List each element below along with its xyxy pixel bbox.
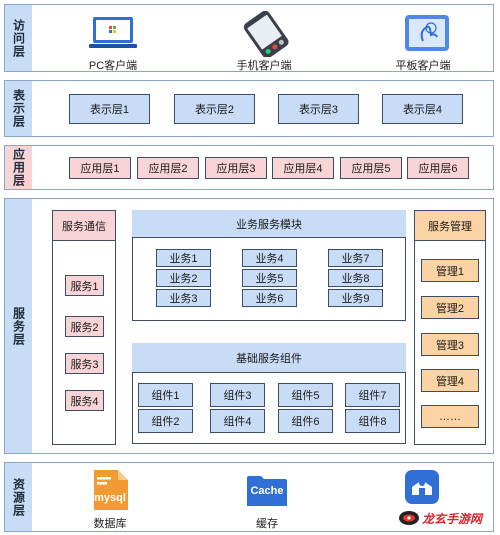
presentation-layer: 表示层 表示层1 表示层2 表示层3 表示层4: [4, 80, 494, 137]
mgmt-item-ellipsis: ……: [421, 405, 479, 428]
storage-icon: [404, 469, 440, 510]
business-item-1: 业务1: [156, 249, 211, 267]
application-item-3: 应用层3: [205, 157, 267, 179]
access-layer-header: 访问层: [5, 5, 32, 71]
mgmt-item-4: 管理4: [421, 369, 479, 392]
service-item-1: 服务1: [65, 275, 104, 296]
business-module-panel: 业务服务模块 业务1 业务2 业务3 业务4 业务5 业务6 业务7 业务8 业…: [132, 210, 406, 321]
watermark: 龙玄手游网: [398, 506, 496, 530]
cache-icon: Cache: [245, 474, 289, 508]
presentation-layer-title: 表示层: [11, 89, 26, 128]
mysql-icon: mysql: [88, 468, 132, 512]
component-item-3: 组件3: [210, 383, 265, 407]
service-layer-header: 服务层: [5, 199, 32, 453]
application-item-2: 应用层2: [137, 157, 199, 179]
presentation-item-2: 表示层2: [174, 94, 255, 124]
component-item-4: 组件4: [210, 409, 265, 433]
application-item-1: 应用层1: [69, 157, 131, 179]
application-item-6: 应用层6: [407, 157, 469, 179]
business-item-3: 业务3: [156, 289, 211, 307]
business-item-7: 业务7: [328, 249, 383, 267]
service-comm-header: 服务通信: [52, 210, 116, 241]
base-component-header: 基础服务组件: [132, 343, 406, 373]
cache-icon-text: Cache: [250, 485, 284, 497]
mgmt-item-3: 管理3: [421, 333, 479, 356]
component-item-6: 组件6: [278, 409, 333, 433]
service-item-4: 服务4: [65, 390, 104, 411]
business-item-2: 业务2: [156, 269, 211, 287]
business-item-5: 业务5: [242, 269, 297, 287]
phone-icon: [237, 10, 297, 62]
component-item-8: 组件8: [345, 409, 400, 433]
access-layer: 访问层 PC客户端: [4, 4, 494, 72]
mgmt-item-2: 管理2: [421, 296, 479, 319]
tablet-icon: [399, 11, 455, 60]
database-label: 数据库: [93, 518, 127, 530]
watermark-text: 龙玄手游网: [422, 511, 483, 526]
application-layer-title: 应用层: [11, 148, 26, 187]
base-component-panel: 基础服务组件 组件1 组件2 组件3 组件4 组件5 组件6 组件7 组件8: [132, 343, 406, 444]
tablet-client-label: 平板客户端: [395, 60, 451, 72]
resource-layer-header: 资源层: [5, 463, 32, 531]
resource-layer-title: 资源层: [11, 477, 26, 517]
component-item-5: 组件5: [278, 383, 333, 407]
service-layer-title: 服务层: [11, 306, 26, 346]
presentation-item-3: 表示层3: [278, 94, 359, 124]
service-item-2: 服务2: [65, 316, 104, 337]
presentation-layer-header: 表示层: [5, 81, 32, 136]
service-item-3: 服务3: [65, 353, 104, 374]
pc-client-label: PC客户端: [88, 60, 138, 72]
application-layer-header: 应用层: [5, 146, 32, 189]
presentation-item-4: 表示层4: [382, 94, 463, 124]
service-mgmt-panel: 服务管理 管理1 管理2 管理3 管理4 ……: [414, 210, 486, 445]
component-item-7: 组件7: [345, 383, 400, 407]
business-item-4: 业务4: [242, 249, 297, 267]
business-module-header: 业务服务模块: [132, 210, 406, 238]
pc-icon: [87, 13, 139, 60]
mobile-client-label: 手机客户端: [236, 60, 292, 72]
access-layer-title: 访问层: [11, 18, 26, 58]
service-comm-panel: 服务通信 服务1 服务2 服务3 服务4: [52, 210, 116, 445]
business-item-6: 业务6: [242, 289, 297, 307]
service-layer: 服务层 服务通信 服务1 服务2 服务3 服务4 业务服务模块 业务1 业务2 …: [4, 198, 494, 454]
component-item-2: 组件2: [138, 409, 193, 433]
mgmt-item-1: 管理1: [421, 259, 479, 282]
cache-label: 缓存: [256, 518, 278, 530]
resource-layer: 资源层 mysql 数据库 Cache 缓存: [4, 462, 494, 532]
component-item-1: 组件1: [138, 383, 193, 407]
application-item-4: 应用层4: [272, 157, 334, 179]
service-mgmt-header: 服务管理: [414, 210, 486, 241]
presentation-item-1: 表示层1: [69, 94, 150, 124]
watermark-logo-icon: [399, 511, 419, 525]
application-item-5: 应用层5: [340, 157, 402, 179]
application-layer: 应用层 应用层1 应用层2 应用层3 应用层4 应用层5 应用层6: [4, 145, 494, 190]
mysql-icon-text: mysql: [94, 492, 126, 504]
business-item-8: 业务8: [328, 269, 383, 287]
business-item-9: 业务9: [328, 289, 383, 307]
